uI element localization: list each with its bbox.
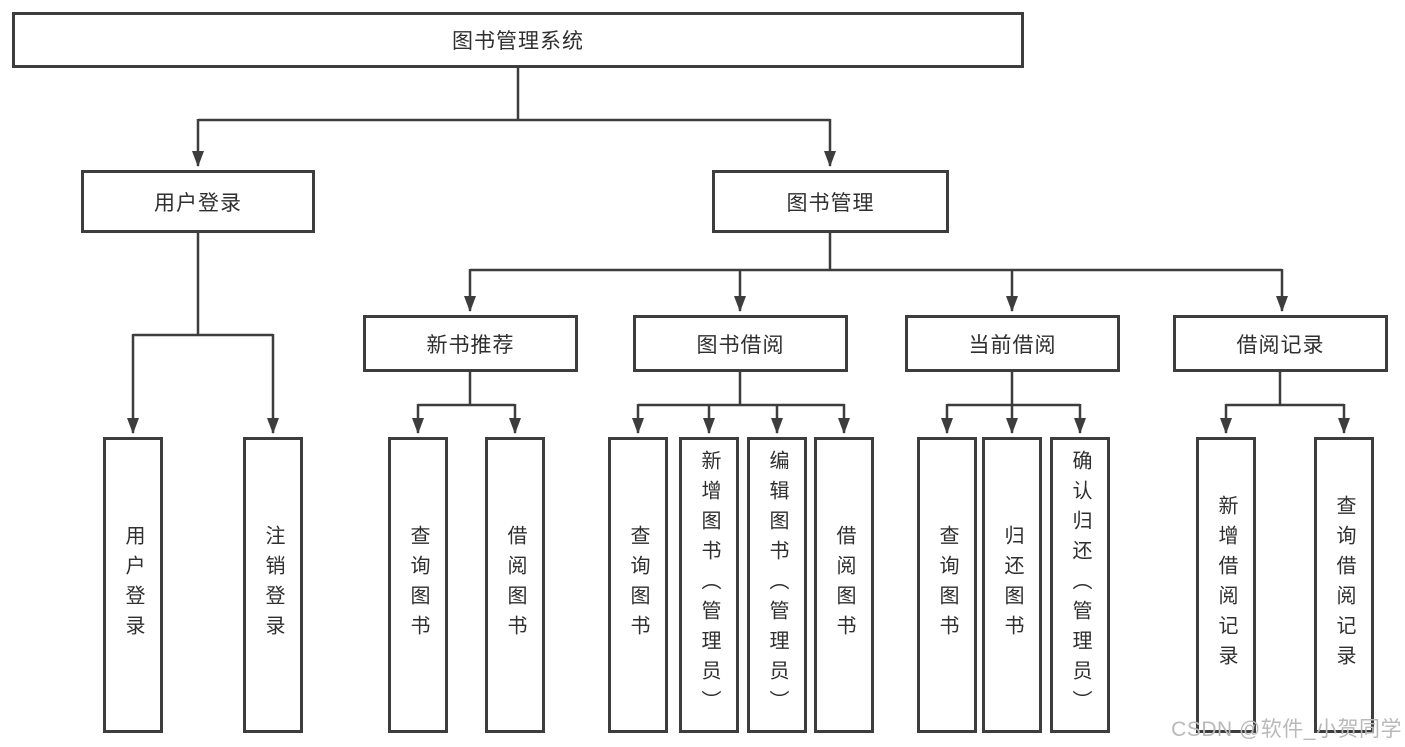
leaf-confirm-return-admin: 确认归还（管理员） bbox=[1050, 437, 1110, 733]
leaf-query-books-2: 查询图书 bbox=[608, 437, 668, 733]
csdn-watermark: CSDN @软件_小贺同学 bbox=[1171, 718, 1402, 741]
node-user-login-label: 用户登录 bbox=[154, 191, 242, 215]
node-root-label: 图书管理系统 bbox=[452, 30, 584, 53]
node-root: 图书管理系统 bbox=[12, 12, 1024, 68]
leaf-query-books-3-label: 查询图书 bbox=[936, 525, 958, 645]
leaf-edit-book-admin-label: 编辑图书（管理员） bbox=[766, 450, 788, 720]
node-borrow-records-label: 借阅记录 bbox=[1236, 333, 1325, 357]
leaf-borrow-books-1-label: 借阅图书 bbox=[504, 525, 526, 645]
leaf-user-login-label: 用户登录 bbox=[122, 525, 144, 645]
node-new-book-recommend: 新书推荐 bbox=[363, 315, 578, 372]
node-book-management-label: 图书管理 bbox=[786, 191, 875, 215]
node-current-borrow-label: 当前借阅 bbox=[968, 333, 1057, 357]
leaf-query-borrow-record-label: 查询借阅记录 bbox=[1333, 495, 1355, 675]
leaf-add-borrow-record-label: 新增借阅记录 bbox=[1215, 495, 1237, 675]
leaf-query-borrow-record: 查询借阅记录 bbox=[1314, 437, 1374, 733]
leaf-query-books-3: 查询图书 bbox=[917, 437, 977, 733]
node-book-borrow-label: 图书借阅 bbox=[696, 333, 785, 357]
node-book-management: 图书管理 bbox=[712, 170, 949, 233]
leaf-add-book-admin-label: 新增图书（管理员） bbox=[698, 450, 720, 720]
leaf-logout: 注销登录 bbox=[243, 437, 303, 733]
node-user-login: 用户登录 bbox=[81, 170, 315, 233]
node-new-book-recommend-label: 新书推荐 bbox=[426, 333, 515, 357]
leaf-query-books-1-label: 查询图书 bbox=[407, 525, 429, 645]
leaf-add-book-admin: 新增图书（管理员） bbox=[679, 437, 739, 733]
node-borrow-records: 借阅记录 bbox=[1173, 315, 1388, 372]
node-current-borrow: 当前借阅 bbox=[905, 315, 1120, 372]
leaf-borrow-books-2: 借阅图书 bbox=[814, 437, 874, 733]
leaf-user-login: 用户登录 bbox=[103, 437, 163, 733]
leaf-edit-book-admin: 编辑图书（管理员） bbox=[747, 437, 807, 733]
leaf-query-books-1: 查询图书 bbox=[388, 437, 448, 733]
leaf-query-books-2-label: 查询图书 bbox=[627, 525, 649, 645]
leaf-confirm-return-admin-label: 确认归还（管理员） bbox=[1069, 450, 1091, 720]
leaf-return-book: 归还图书 bbox=[982, 437, 1042, 733]
leaf-add-borrow-record: 新增借阅记录 bbox=[1196, 437, 1256, 733]
leaf-return-book-label: 归还图书 bbox=[1001, 525, 1023, 645]
leaf-borrow-books-1: 借阅图书 bbox=[485, 437, 545, 733]
node-book-borrow: 图书借阅 bbox=[633, 315, 848, 372]
leaf-borrow-books-2-label: 借阅图书 bbox=[833, 525, 855, 645]
leaf-logout-label: 注销登录 bbox=[262, 525, 284, 645]
